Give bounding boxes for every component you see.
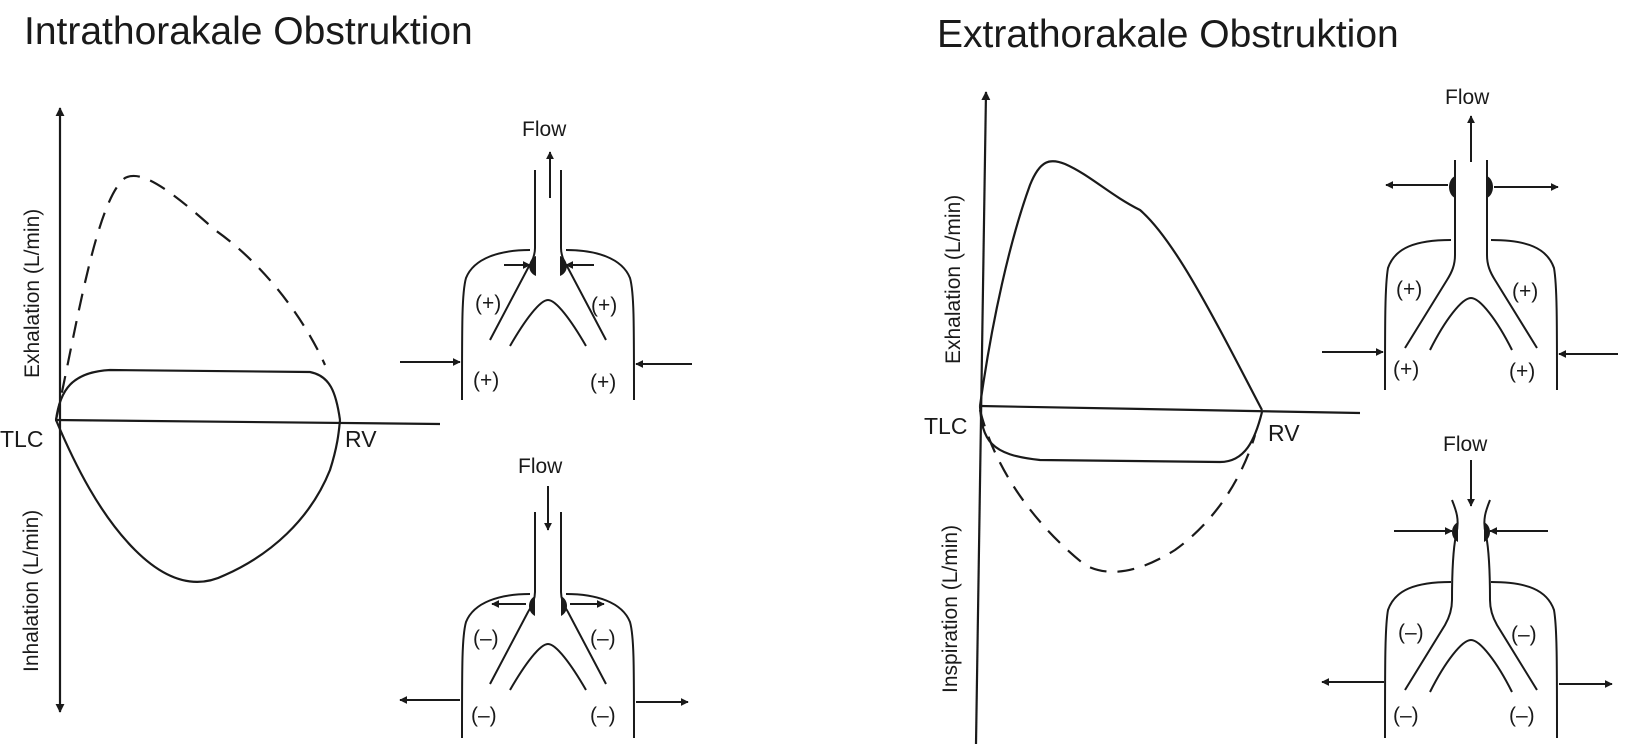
pressure-sign-outer-right: (–) [1509, 704, 1535, 727]
flattened-expiratory-curve [978, 160, 1263, 411]
flow-volume-loop-intrathoracic [54, 107, 441, 713]
pressure-sign-outer-right: (+) [1509, 360, 1535, 383]
pressure-sign-outer-right: (+) [590, 371, 616, 394]
x-label-right: RV [345, 426, 377, 452]
x-label-right: RV [1268, 420, 1300, 446]
y-label-top: Exhalation (L/min) [942, 195, 965, 364]
pressure-sign-outer-left: (–) [471, 704, 497, 727]
y-label-bottom: Inhalation (L/min) [20, 510, 43, 672]
pressure-sign-outer-right: (–) [590, 704, 616, 727]
y-label-bottom: Inspiration (L/min) [939, 525, 962, 693]
airway-intrathoracic-expiration: Flow (+) (+) (+) (+) [400, 118, 692, 401]
inspiratory-curve [54, 419, 342, 583]
x-label-left: TLC [924, 413, 967, 439]
pressure-sign-outer-left: (+) [473, 369, 499, 392]
x-axis [54, 418, 441, 426]
y-label-top: Exhalation (L/min) [21, 209, 44, 378]
airway-extrathoracic-inspiration: Flow (–) (–) (–) (–) [1321, 433, 1613, 739]
normal-expiratory-curve-dashed [54, 174, 327, 421]
title-intrathoracic: Intrathorakale Obstruktion [24, 10, 473, 53]
airway-extrathoracic-expiration: Flow (+) (+) (+) (+) [1322, 86, 1618, 391]
pressure-sign-inner-left: (+) [475, 292, 501, 315]
flow-label: Flow [1443, 433, 1488, 456]
title-extrathoracic: Extrathorakale Obstruktion [937, 13, 1399, 56]
pressure-sign-inner-right: (+) [1512, 280, 1538, 303]
flow-label: Flow [1445, 86, 1490, 109]
pressure-sign-outer-left: (+) [1393, 358, 1419, 381]
pressure-sign-inner-right: (–) [1511, 623, 1537, 646]
pressure-sign-inner-left: (–) [1398, 621, 1424, 644]
pressure-sign-inner-left: (–) [473, 627, 499, 650]
flow-label: Flow [518, 455, 563, 478]
x-label-left: TLC [0, 426, 43, 452]
pressure-sign-outer-left: (–) [1393, 704, 1419, 727]
airway-intrathoracic-inspiration: Flow (–) (–) (–) (–) [399, 455, 689, 739]
pressure-sign-inner-right: (+) [591, 294, 617, 317]
normal-inspiratory-curve-dashed [978, 409, 1257, 573]
flow-volume-loop-extrathoracic [974, 91, 1361, 745]
x-axis [979, 404, 1361, 415]
flattened-expiratory-curve [54, 368, 342, 421]
flattened-inspiratory-curve [978, 405, 1264, 464]
flow-label: Flow [522, 118, 567, 141]
pressure-sign-inner-right: (–) [590, 627, 616, 650]
pressure-sign-inner-left: (+) [1396, 278, 1422, 301]
